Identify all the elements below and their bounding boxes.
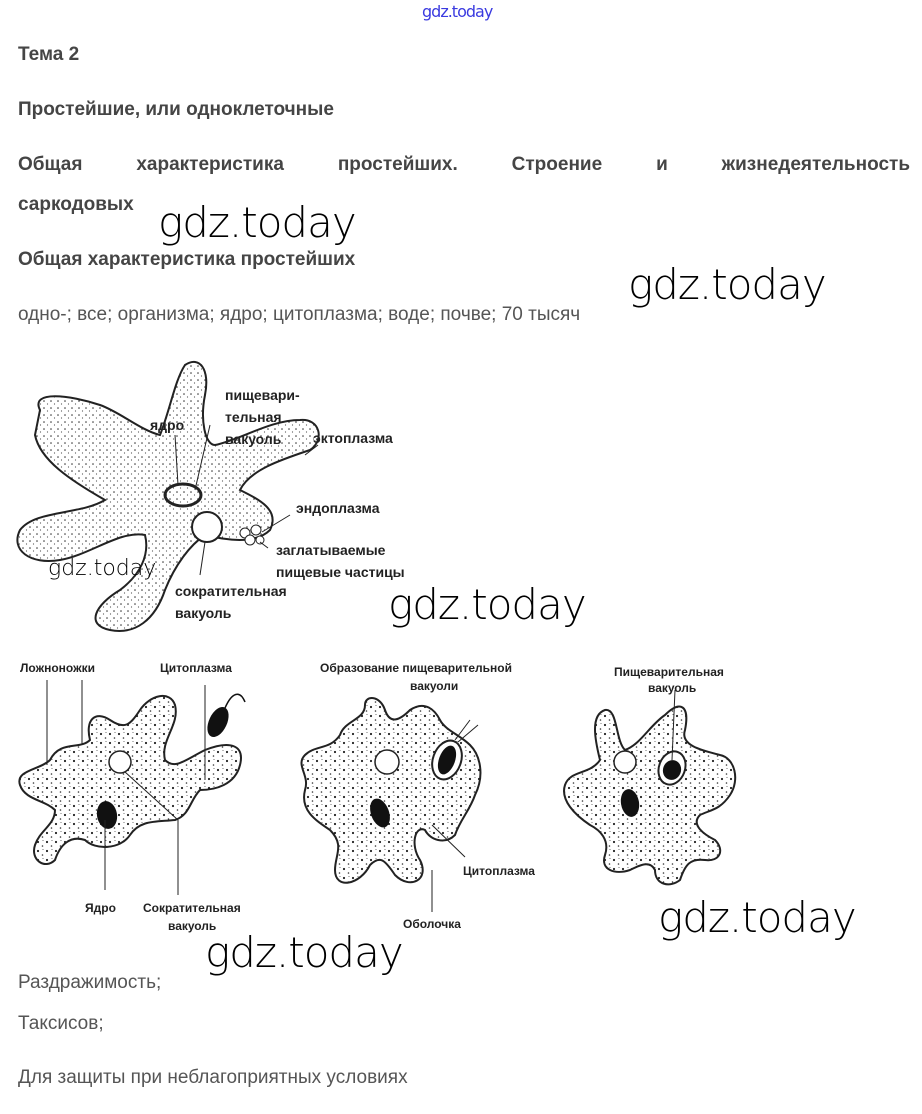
subsection-heading: Общая характеристика простейших. Строени… bbox=[18, 154, 910, 176]
label-digestive-vacuole: тельная bbox=[225, 409, 282, 425]
subsection-word: Общая bbox=[18, 154, 83, 175]
label-cytoplasm: Цитоплазма bbox=[160, 661, 232, 675]
answer-2: Таксисов; bbox=[18, 1013, 104, 1034]
label-membrane: Оболочка bbox=[403, 917, 461, 931]
prey-flagellate bbox=[207, 707, 229, 737]
watermark: gdz.today bbox=[628, 260, 827, 309]
food-particles bbox=[239, 524, 265, 546]
label-contractile-vacuole: сократительная bbox=[175, 583, 287, 599]
label-vacuole-formation: Образование пищеварительной bbox=[320, 661, 512, 675]
answer-1: Раздражимость; bbox=[18, 972, 162, 993]
subsection-word: и bbox=[656, 154, 668, 175]
watermark: gdz.today bbox=[205, 928, 404, 977]
label-digestive-vacuole: Пищеварительная bbox=[614, 665, 724, 679]
amoeba-a bbox=[18, 695, 242, 865]
section-title: Простейшие, или одноклеточные bbox=[18, 99, 334, 120]
label-nucleus: ядро bbox=[150, 417, 184, 433]
answer-3: Для защиты при неблагоприятных условиях bbox=[18, 1067, 408, 1088]
paragraph-title: Общая характеристика простейших bbox=[18, 249, 356, 270]
label-endoplasm: эндоплазма bbox=[296, 500, 380, 516]
watermark: gdz.today bbox=[158, 198, 357, 247]
label-ectoplasm: эктоплазма bbox=[313, 430, 393, 446]
amoeba-feeding-figure: Ложноножки Цитоплазма Ядро Сократительна… bbox=[18, 661, 737, 933]
topic-heading: Тема 2 bbox=[18, 44, 80, 65]
section-heading: Простейшие, или одноклеточные bbox=[18, 99, 334, 121]
label-vacuole-formation: вакуоли bbox=[410, 679, 458, 693]
label-food-particles: заглатываемые bbox=[276, 542, 386, 558]
watermark: gdz.today bbox=[658, 893, 857, 942]
subsection-word: Строение bbox=[511, 154, 603, 175]
label-contractile-vacuole: вакуоль bbox=[175, 605, 232, 621]
nucleus bbox=[163, 482, 203, 508]
subsection-heading-tail: саркодовых bbox=[18, 194, 134, 215]
watermark: gdz.today bbox=[48, 556, 157, 581]
watermark: gdz.today bbox=[388, 580, 587, 629]
label-food-particles: пищевые частицы bbox=[276, 564, 405, 580]
label-contractile-vacuole: вакуоль bbox=[168, 919, 216, 933]
subsection-word: жизнедеятельность bbox=[721, 154, 910, 175]
amoeba-structure-figure: пищевари- тельная вакуоль ядро эктоплазм… bbox=[16, 360, 405, 632]
label-digestive-vacuole: вакуоль bbox=[225, 431, 282, 447]
subsection-word: простейших. bbox=[337, 154, 458, 175]
label-nucleus: Ядро bbox=[85, 901, 116, 915]
label-pseudopods: Ложноножки bbox=[20, 661, 95, 675]
label-digestive-vacuole: пищевари- bbox=[225, 387, 300, 403]
subsection-word: характеристика bbox=[136, 154, 284, 175]
amoeba-c bbox=[563, 705, 737, 886]
amoeba-b bbox=[300, 697, 482, 884]
label-contractile-vacuole: Сократительная bbox=[143, 901, 241, 915]
answer-line: одно-; все; организма; ядро; цитоплазма;… bbox=[18, 304, 581, 325]
header-watermark: gdz.today bbox=[422, 2, 493, 21]
contractile-vacuole bbox=[191, 511, 223, 543]
label-digestive-vacuole: вакуоль bbox=[648, 681, 696, 695]
label-cytoplasm: Цитоплазма bbox=[463, 864, 535, 878]
